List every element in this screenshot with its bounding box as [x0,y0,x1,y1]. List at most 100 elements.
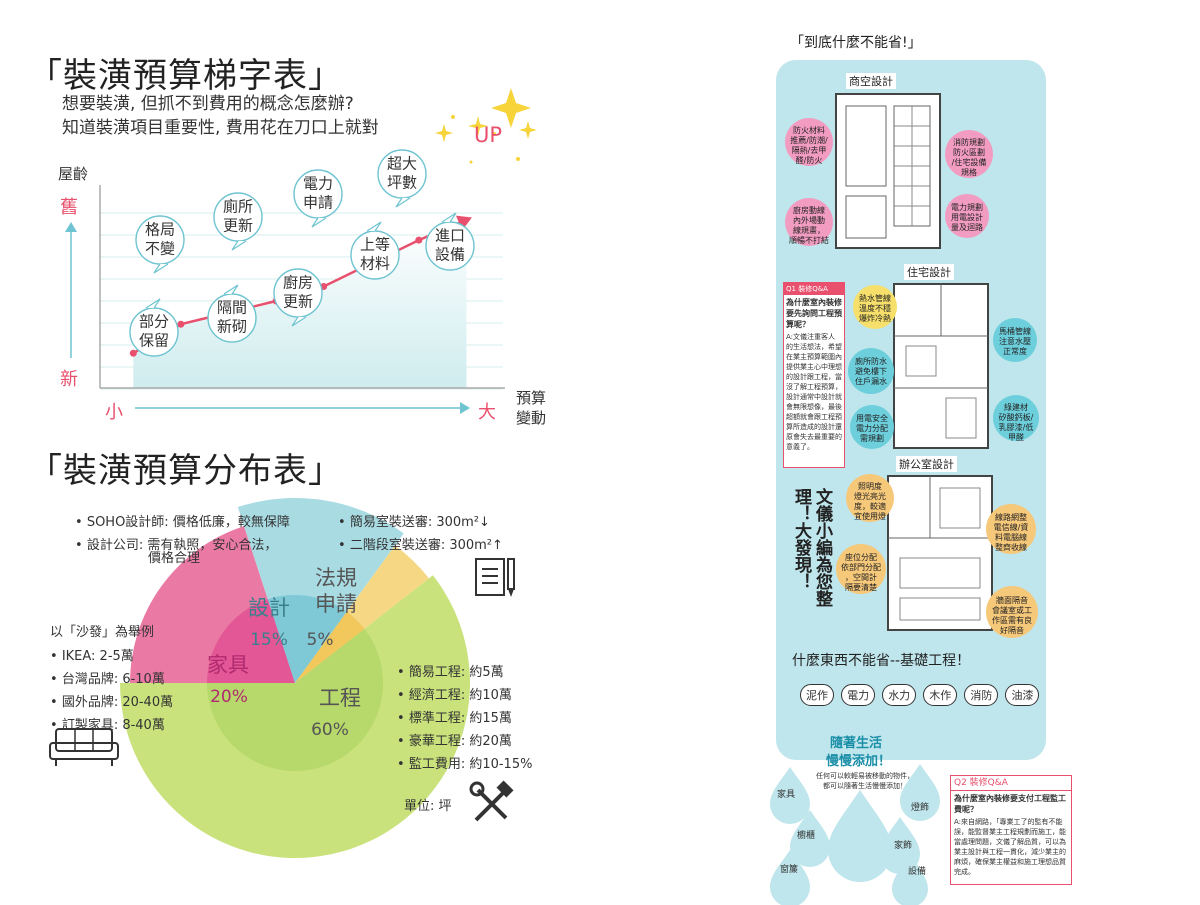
callout-electrical-safety: 用電安全 電力分配 需規劃 [850,405,894,449]
ladder-chart-title: 「裝潢預算梯字表」 [28,56,343,96]
pie-slice-value: 15% [250,630,288,650]
annotation-label: 更新 [283,293,313,311]
callout-electrical-planning: 電力規劃 用電設計 量及迴路 [945,194,989,238]
sparkle-icon [491,88,531,128]
callout-seating: 座位分配 依部門分配 ，空間計 隔要清楚 [836,544,886,594]
y-arrow-head [65,222,77,232]
x-axis-right-label: 大 [478,402,496,423]
drop-lighting: 燈飾 [911,803,930,813]
pie-slice-inner [295,611,365,683]
engineering-note: 標準工程: 約15萬 [397,707,532,730]
permit-notes: 簡易室裝送審: 300m²↓ 二階段室裝送審: 300m²↑ [338,511,503,557]
add-later-drops [770,764,940,905]
designer-notes: SOHO設計師: 價格低廉，較無保障 設計公司: 需有執照，安心合法， [75,511,290,557]
pie-slice-label: 申請 [315,592,357,616]
unit-label: 單位: 坪 [404,799,452,814]
annotation-label: 坪數 [387,174,417,192]
callout-lighting: 照明度 燈光亮光 度，較適 宜使用燈 [846,474,894,522]
annotation-label: 保留 [139,332,169,350]
furniture-note: IKEA: 2-5萬 [50,645,173,668]
x-axis-left-label: 小 [105,402,123,423]
engineering-note: 經濟工程: 約10萬 [397,684,532,707]
pie-slice-label: 家具 [207,653,249,677]
annotation-label: 設備 [435,246,465,264]
q2-tag: Q2 裝修Q&A [951,776,1071,791]
drop-curtain: 窗簾 [780,865,799,875]
chip-fire: 消防 [964,684,999,706]
q2-body: A:來自網路，「專業工了的監有不能誤，能監督業主工程規劃而施工，能當處理問題，文… [954,818,1066,876]
engineering-notes: 簡易工程: 約5萬 經濟工程: 約10萬 標準工程: 約15萬 豪華工程: 約2… [397,661,533,776]
pie-slice-value: 60% [311,720,349,740]
up-label: UP [474,123,503,147]
annotation-label: 部分 [139,313,169,331]
commercial-floorplan [835,93,941,249]
section-commercial: 商空設計 [846,73,896,89]
pie-slice-inner [207,599,295,683]
sofa-icon [49,728,119,766]
engineering-note: 監工費用: 約10-15% [397,753,533,776]
annotation-label: 電力 [303,175,333,193]
q1-title: 為什麼室內裝修要先詢問工程預算呢？ [786,298,842,329]
furniture-note: 國外品牌: 20-40萬 [50,691,173,714]
ladder-subtitle-2: 知道裝潢項目重要性, 費用花在刀口上就對 [62,118,379,138]
engineering-chips: 泥作 電力 水力 木作 消防 油漆 [800,684,1041,706]
callout-soundproof: 牆面隔音 會議室或工 作區需有良 好隔音 [986,586,1038,638]
annotation-label: 更新 [223,217,253,235]
q1-box: Q1 裝修Q&A 為什麼室內裝修要先詢問工程預算呢？ A:文儀注重客人的生活想法… [783,282,845,468]
residential-floorplan [893,283,989,449]
annotation-label: 廚房 [283,274,313,292]
permit-note: 二階段室裝送審: 300m²↑ [338,534,503,557]
pie-slice-inner [267,595,347,683]
annotation-label: 申請 [303,194,333,212]
drop-cabinet: 櫥櫃 [797,831,816,841]
annotation-label: 隔間 [217,299,247,317]
y-axis-title: 屋齡 [58,165,89,183]
callout-fire-planning: 消防規劃 防火區劃 /住宅設備 規格 [945,130,993,178]
pie-slice-label: 法規 [315,566,357,590]
data-point [177,320,185,328]
sparkle-dot-icon [492,132,496,136]
x-arrow-head [460,402,470,414]
right-title: 「到底什麼不能省!」 [790,35,922,51]
annotation-label: 廁所 [223,198,253,216]
engineering-note: 簡易工程: 約5萬 [397,661,532,684]
pie-slice-label: 設計 [248,596,290,620]
furniture-note: 台灣品牌: 6-10萬 [50,668,173,691]
sparkle-icon [519,121,537,139]
wrench-hammer-icon [469,780,514,822]
basic-engineering-slogan: 什麼東西不能省--基礎工程！ [792,653,971,669]
sparkle-icon [435,124,453,142]
chip-masonry: 泥作 [800,684,834,706]
callout-fire-materials: 防火材料 推薦/防潮/ 隔熱/去甲 醛/防火 [785,118,833,166]
annotation-label: 材料 [360,255,390,273]
designer-note-cont: 價格合理 [148,551,201,566]
sparkle-dot-icon [469,160,473,164]
chip-paint: 油漆 [1005,684,1040,706]
drop-decor: 家飾 [894,841,913,851]
annotation-label: 進口 [435,227,465,245]
pie-slice-label: 工程 [319,686,361,710]
vertical-slogan: 文儀小編為您整理！大發現！ [791,488,832,607]
annotation-label: 超大 [387,155,417,173]
add-later-title-2: 慢慢添加！ [826,754,892,769]
q1-body: A:文儀注重客人的生活想法，希望在業主預算範圍內提供業主心中理想的設計跟工程，當… [786,333,842,451]
q2-box: Q2 裝修Q&A 為什麼室內裝修要支付工程監工費呢？ A:來自網路，「專業工了的… [950,775,1072,885]
callout-bath-waterproof: 廁所防水 避免樓下 住戶漏水 [848,348,894,394]
pie-slice-value: 20% [210,687,248,707]
y-axis-bottom-label: 新 [60,369,78,390]
furniture-intro: 以「沙發」為舉例 [50,625,155,640]
permit-note: 簡易室裝送審: 300m²↓ [338,511,503,534]
designer-note: SOHO設計師: 價格低廉，較無保障 [75,511,290,534]
engineering-note: 豪華工程: 約20萬 [397,730,532,753]
document-pencil-icon [475,558,515,597]
chip-plumbing: 水力 [882,684,917,706]
callout-toilet-pipe: 馬桶管線 注意水壓 正常度 [993,318,1037,362]
pie-slice-value: 5% [307,630,334,650]
sparkle-dot-icon [451,115,455,119]
y-axis-top-label: 舊 [60,197,78,218]
